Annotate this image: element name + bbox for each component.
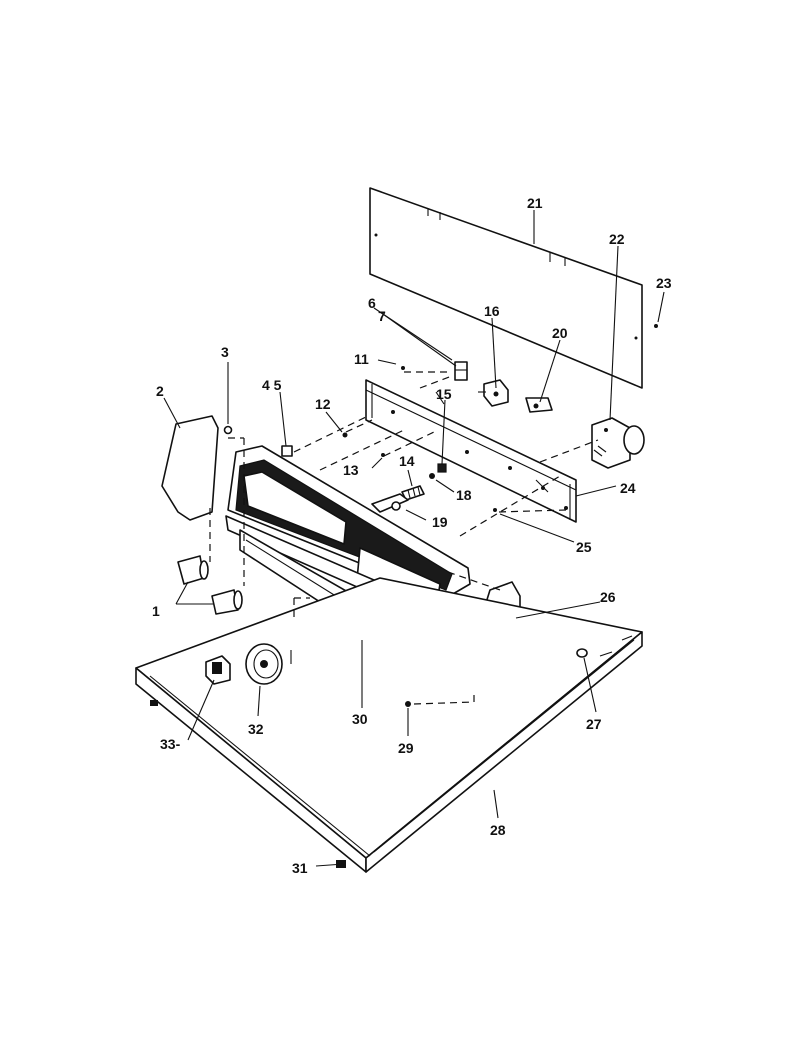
- part-19-bracket: [371, 493, 409, 513]
- part-4-5-clip: [281, 445, 293, 457]
- label-11: 11: [354, 351, 369, 367]
- label-23: 23: [656, 275, 672, 291]
- label-29: 29: [398, 740, 414, 756]
- label-31: 31: [292, 860, 308, 876]
- label-15: 15: [436, 386, 452, 402]
- label-25: 25: [576, 539, 592, 555]
- small-hardware: [342, 366, 497, 513]
- label-32: 32: [248, 721, 264, 737]
- part-24-bracket: [365, 379, 577, 523]
- label-24: 24: [620, 480, 636, 496]
- label-4-5: 4 5: [262, 377, 282, 393]
- part-33-knob: [205, 655, 231, 685]
- label-28: 28: [490, 822, 506, 838]
- label-19: 19: [432, 514, 448, 530]
- part-23-screw: [654, 324, 658, 328]
- part-27-clip: [576, 648, 588, 658]
- part-6-7-clip: [454, 361, 468, 381]
- label-7: 7: [378, 308, 386, 324]
- label-12: 12: [315, 396, 331, 412]
- label-3: 3: [221, 344, 229, 360]
- label-27: 27: [586, 716, 602, 732]
- label-14: 14: [399, 453, 415, 469]
- label-2: 2: [156, 383, 164, 399]
- callout-labels: 1 2 3 4 5 6 7 11 12 13 14 15 16 18 19 20…: [152, 195, 672, 876]
- part-1-knobs: [177, 555, 243, 615]
- label-22: 22: [609, 231, 625, 247]
- part-16-switch: [478, 379, 509, 407]
- label-33: 33-: [160, 736, 181, 752]
- leader-lines: [163, 210, 665, 867]
- label-30: 30: [352, 711, 368, 727]
- label-13: 13: [343, 462, 359, 478]
- label-20: 20: [552, 325, 568, 341]
- part-20-switch: [525, 397, 553, 413]
- part-2-left-endcap: [161, 415, 233, 521]
- assembly-dashed-lines: [209, 371, 599, 705]
- label-16: 16: [484, 303, 500, 319]
- label-21: 21: [527, 195, 543, 211]
- part-28-top: [135, 577, 643, 873]
- label-1: 1: [152, 603, 160, 619]
- label-6: 6: [368, 295, 376, 311]
- part-32-dial: [245, 643, 292, 685]
- part-21-rear-panel: [369, 187, 643, 389]
- part-29-screw: [405, 701, 411, 707]
- label-26: 26: [600, 589, 616, 605]
- part-22-timer: [591, 417, 645, 469]
- label-18: 18: [456, 487, 472, 503]
